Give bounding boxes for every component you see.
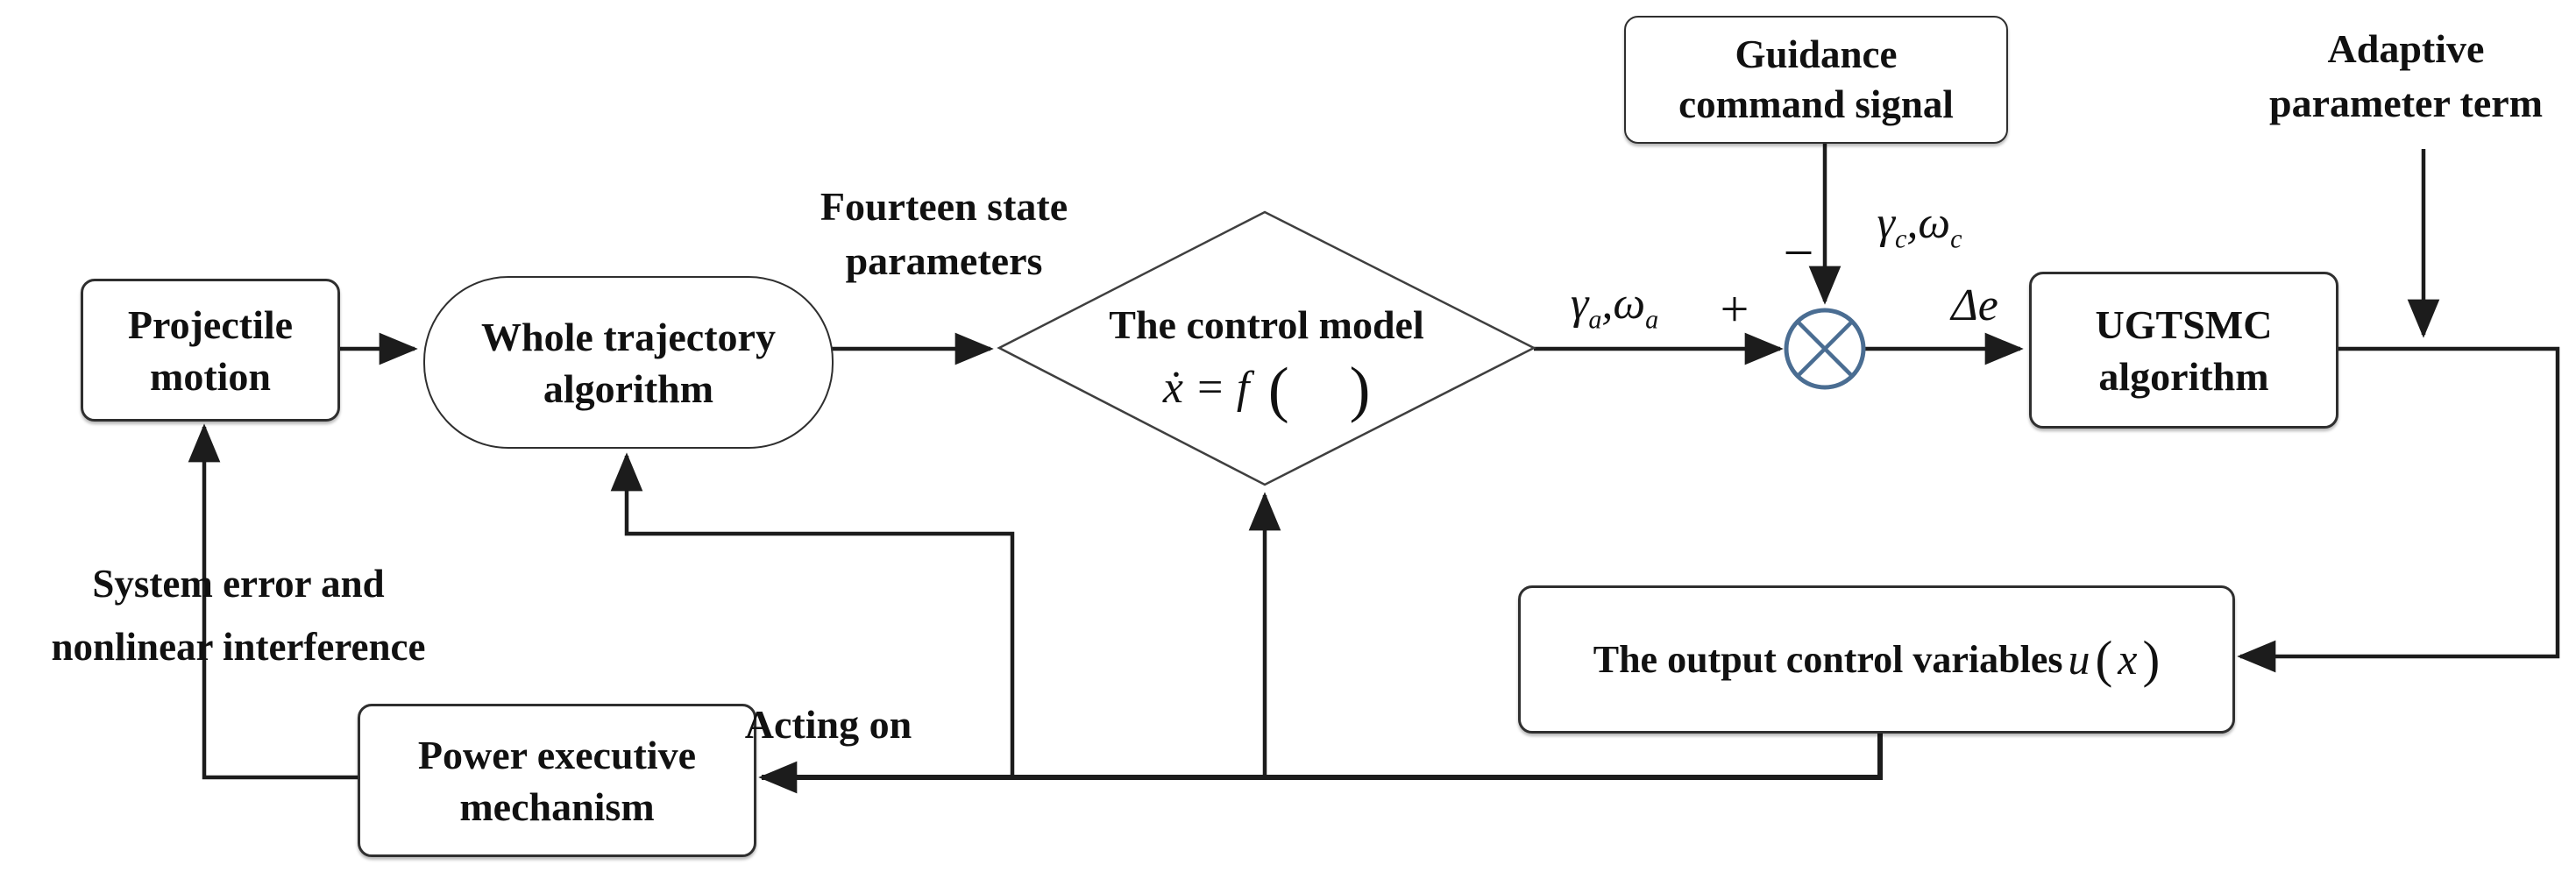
equation-left-paren: ( <box>1267 354 1289 424</box>
adaptive-parameter-term-label: Adaptive parameter term <box>2231 22 2576 131</box>
omega-c-subscript: c <box>1950 223 1962 254</box>
omega-a-symbol: ω <box>1613 279 1646 329</box>
arrow-power-mechanism-to-projectile <box>188 423 358 780</box>
trajectory-label-line1: Whole trajectory <box>481 314 776 359</box>
fourteen-state-parameters-label: Fourteen state parameters <box>769 180 1119 288</box>
guidance-label-line2: command signal <box>1678 82 1954 126</box>
minus-sign: − <box>1783 223 1814 283</box>
gamma-omega-command-label: γc,ωc <box>1841 196 1998 266</box>
system-error-line1: System error and <box>92 562 385 606</box>
arrow-output-to-power-mechanism <box>758 728 1883 794</box>
gamma-c-subscript: c <box>1895 223 1907 254</box>
adaptive-line1: Adaptive <box>2327 26 2485 71</box>
power-executive-mechanism-box: Power executive mechanism <box>358 704 756 857</box>
control-model-equation: ẋ = f ( ) <box>1091 358 1442 420</box>
projectile-motion-box: Projectile motion <box>81 279 340 422</box>
guidance-command-signal-box: Guidance command signal <box>1624 16 2008 144</box>
system-error-label: System error and nonlinear interference <box>0 552 493 678</box>
output-x-symbol: x <box>2118 635 2138 684</box>
gamma-a-comma: , <box>1601 279 1614 329</box>
equation-right-paren: ) <box>1349 354 1371 424</box>
gamma-a-symbol: γ <box>1570 279 1589 329</box>
fourteen-line1: Fourteen state <box>820 184 1068 229</box>
gamma-omega-actual-label: γa,ωa <box>1536 277 1693 346</box>
omega-c-symbol: ω <box>1918 198 1951 248</box>
delta-e-label: Δe <box>1951 280 1998 330</box>
projectile-motion-label-line2: motion <box>150 353 271 399</box>
output-control-variables-box: The output control variables u ( x ) <box>1518 585 2235 734</box>
equation-lhs: ẋ = f <box>1162 363 1250 413</box>
ugtsmc-label-line1: UGTSMC <box>2095 301 2273 347</box>
ugtsmc-algorithm-box: UGTSMC algorithm <box>2029 272 2338 429</box>
output-variables-prefix: The output control variables <box>1593 638 2063 681</box>
control-model-title: The control model <box>1109 302 1424 347</box>
omega-a-subscript: a <box>1645 304 1659 335</box>
output-left-paren: ( <box>2095 630 2113 688</box>
whole-trajectory-algorithm-node: Whole trajectory algorithm <box>423 276 834 449</box>
projectile-motion-label-line1: Projectile <box>127 301 294 347</box>
arrow-feedback-to-trajectory <box>610 452 1015 777</box>
output-right-paren: ) <box>2142 630 2161 688</box>
summing-junction-icon <box>1784 308 1866 390</box>
fourteen-line2: parameters <box>845 238 1043 283</box>
guidance-label-line1: Guidance <box>1735 32 1898 76</box>
output-u-symbol: u <box>2068 635 2090 684</box>
acting-on-label: Acting on <box>744 702 912 747</box>
gamma-c-symbol: γ <box>1877 198 1896 248</box>
power-label-line2: mechanism <box>459 783 655 829</box>
ugtsmc-label-line2: algorithm <box>2098 353 2269 399</box>
power-label-line1: Power executive <box>417 732 697 777</box>
gamma-a-subscript: a <box>1588 304 1602 335</box>
plus-sign: + <box>1720 280 1749 337</box>
trajectory-label-line2: algorithm <box>543 365 714 411</box>
control-model-diamond-shape <box>997 210 1536 486</box>
system-error-line2: nonlinear interference <box>51 625 426 669</box>
arrow-ugtsmc-to-output-variables <box>2237 346 2560 673</box>
gamma-c-comma: , <box>1906 198 1919 248</box>
adaptive-line2: parameter term <box>2268 81 2544 125</box>
